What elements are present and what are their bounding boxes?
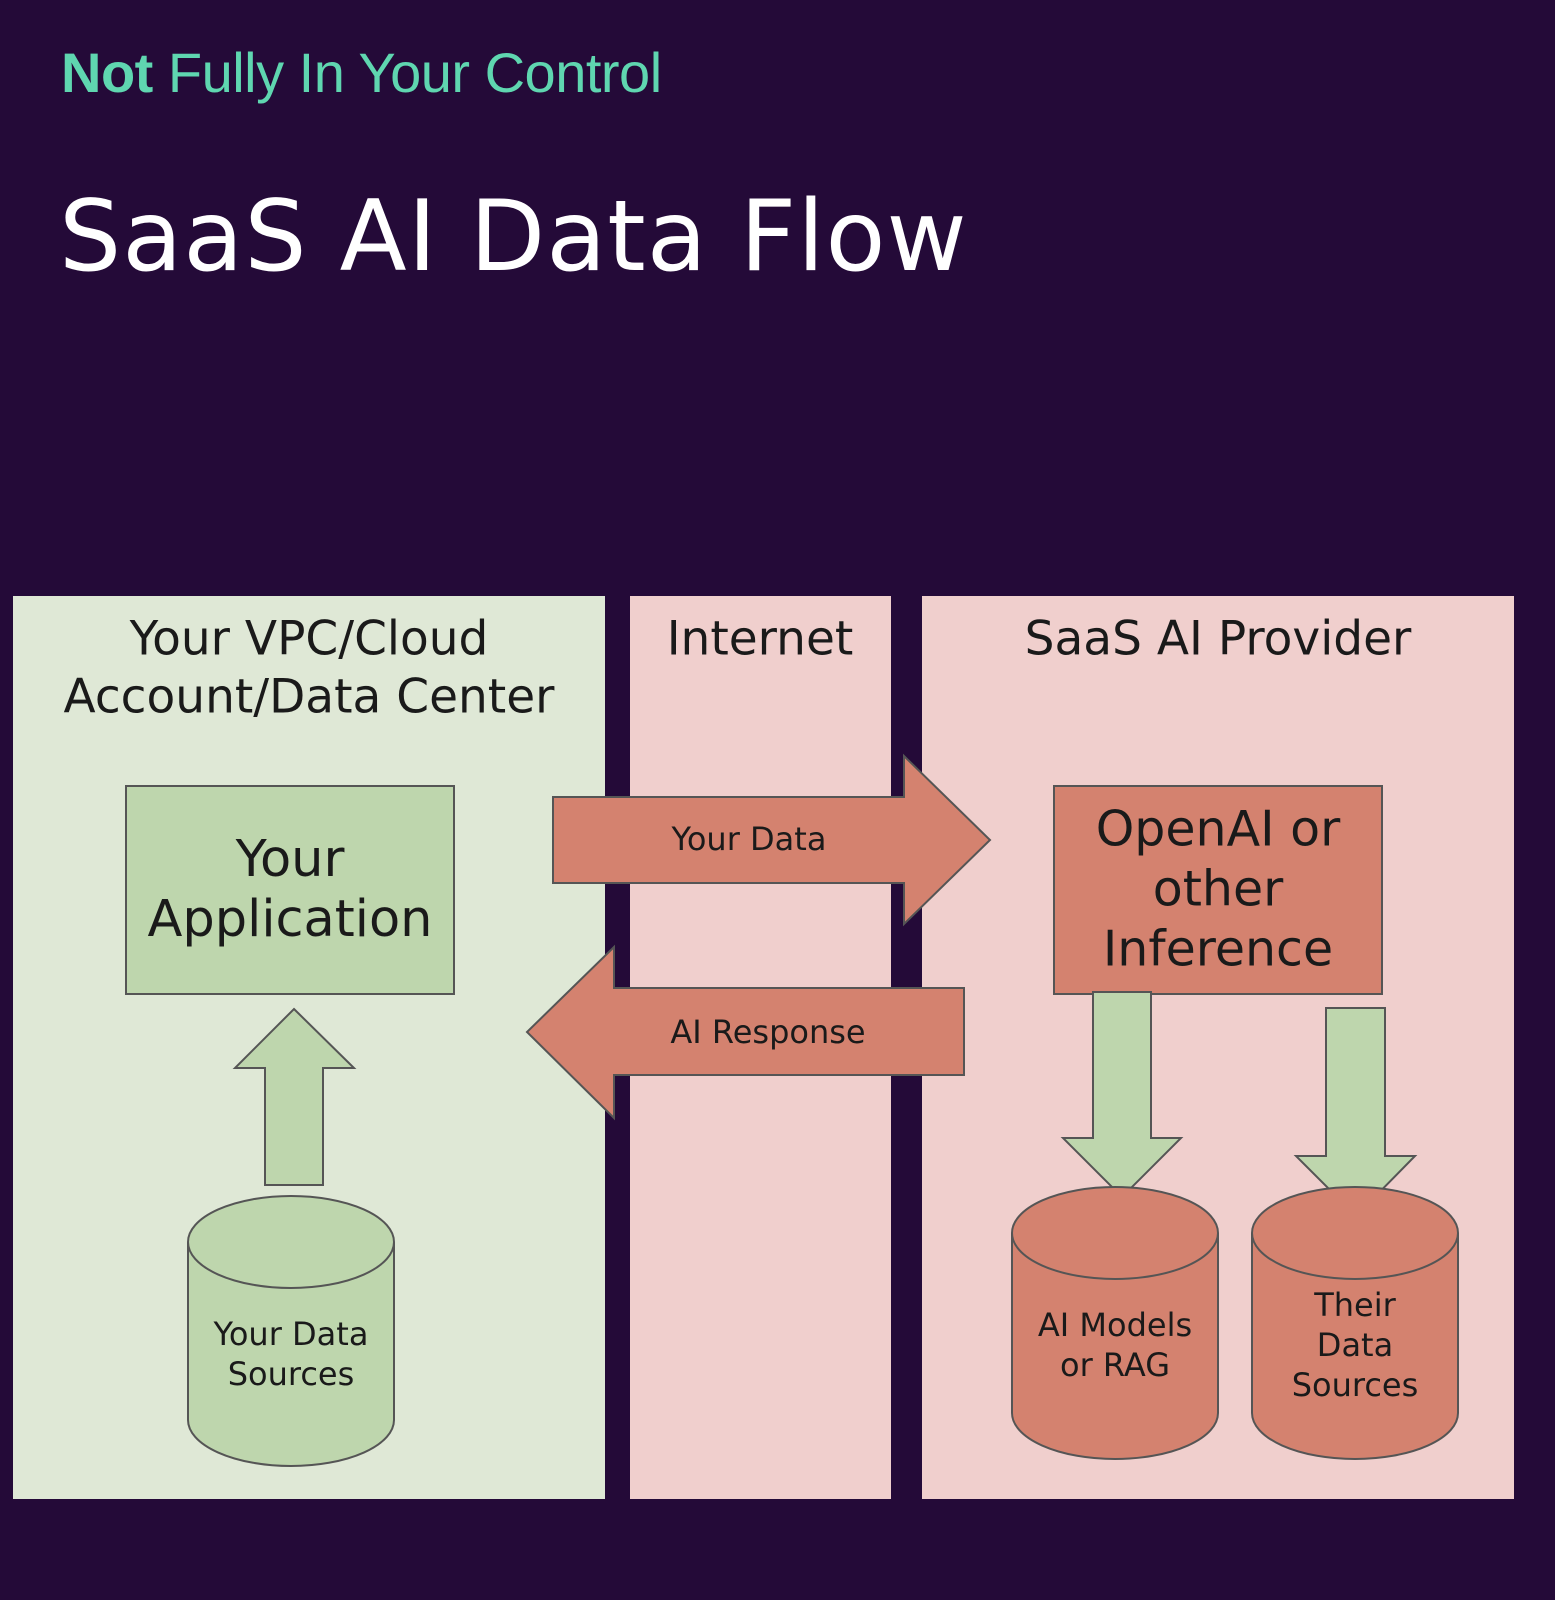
your-data-arrow-icon [552,753,992,927]
their-data-sources-label-line1: Their [1313,1286,1396,1324]
down-arrow-icon [1060,991,1184,1199]
zone-your-environment-label-line2: Account/Data Center [64,670,556,725]
your-application-label-line2: Application [148,890,433,949]
zone-your-environment-label-line1: Your VPC/Cloud [129,612,489,667]
ai-models-label-line1: AI Models [1038,1306,1192,1344]
inference-label-line3: Inference [1103,921,1333,978]
their-data-sources-label-line2: Data [1317,1326,1393,1364]
up-arrow-icon [232,1007,357,1186]
kicker-rest: Fully In Your Control [152,41,662,104]
your-application-box [125,785,455,995]
your-data-sources-cylinder [187,1195,395,1467]
down-arrow-icon [1293,1007,1418,1218]
slide-kicker: Not Fully In Your Control [61,40,662,105]
ai-models-cylinder [1011,1186,1219,1460]
ai-response-arrow-icon [525,944,965,1121]
zone-saas-provider-label: SaaS AI Provider [1025,612,1412,667]
their-data-sources-cylinder [1251,1186,1459,1460]
your-application-label-line1: Your [235,830,345,889]
inference-box [1053,785,1383,995]
ai-response-flow-label: AI Response [670,1013,865,1051]
kicker-emphasis: Not [61,41,153,104]
their-data-sources-label-line3: Sources [1292,1366,1419,1404]
inference-label-line2: other [1153,861,1284,918]
slide-title: SaaS AI Data Flow [59,180,968,294]
inference-label-line1: OpenAI or [1096,801,1341,858]
your-data-sources-label-line2: Sources [228,1355,355,1393]
your-data-flow-label: Your Data [671,820,827,858]
your-data-sources-label-line1: Your Data [213,1315,369,1353]
zone-internet-label: Internet [667,612,854,667]
ai-models-label-line2: or RAG [1060,1346,1170,1384]
